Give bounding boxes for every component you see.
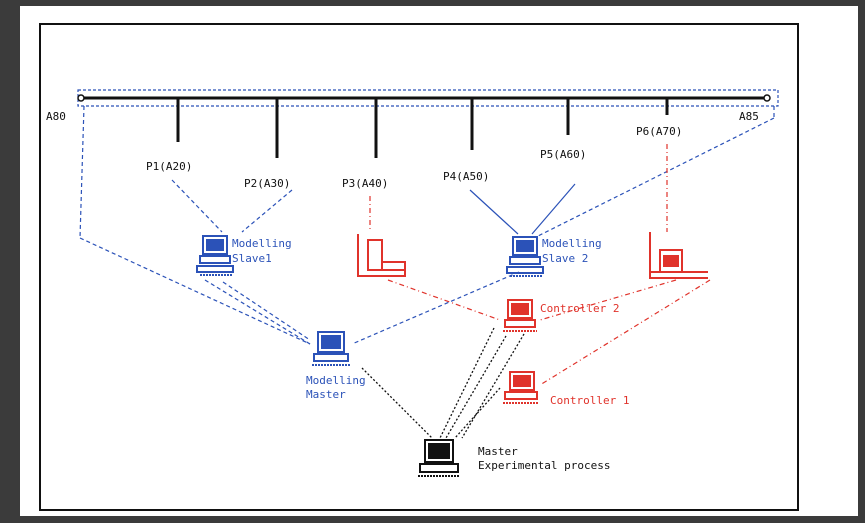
plc-p3 [357, 234, 406, 277]
bus-end-left [77, 94, 85, 102]
modelling-master-label-1: Modelling [306, 374, 366, 387]
plc-device-icon [649, 232, 708, 279]
controller-1-label: Controller 1 [550, 394, 629, 407]
master-label-2: Experimental process [478, 459, 610, 472]
bus-node-label-p6: P6(A70) [636, 125, 682, 138]
desktop-computer-icon [503, 371, 539, 404]
desktop-computer-icon [312, 331, 350, 366]
bus-node-label-p2: P2(A30) [244, 177, 290, 190]
modelling-links [79, 105, 775, 345]
modelling-slave-2-label-2: Slave 2 [542, 252, 588, 265]
modelling-slave-2-label-1: Modelling [542, 237, 602, 250]
modelling-solid-links [469, 183, 576, 235]
bus-right-label: A85 [739, 110, 759, 123]
plc-device-icon [357, 234, 406, 277]
modelling-slave-1-computer: Modelling Slave1 [196, 235, 292, 276]
master-computer: Master Experimental process [418, 439, 610, 477]
controller-2-label: Controller 2 [540, 302, 619, 315]
desktop-computer-icon [503, 299, 537, 332]
modelling-slave-1-label-2: Slave1 [232, 252, 272, 265]
desktop-computer-icon [418, 439, 460, 477]
desktop-computer-icon [506, 236, 544, 277]
master-links [361, 327, 525, 439]
master-label-1: Master [478, 445, 518, 458]
controller-1-computer: Controller 1 [503, 371, 629, 407]
bus-node-label-p5: P5(A60) [540, 148, 586, 161]
bus-node-label-p1: P1(A20) [146, 160, 192, 173]
bus-left-label: A80 [46, 110, 66, 123]
modelling-master-label-2: Master [306, 388, 346, 401]
plc-p6 [649, 232, 708, 279]
diagram-panel [20, 6, 858, 516]
bus-node-label-p3: P3(A40) [342, 177, 388, 190]
bus-enclosure [77, 89, 779, 107]
controller-2-computer: Controller 2 [503, 299, 619, 332]
diagram-frame [39, 23, 799, 511]
modelling-master-computer: Modelling Master [306, 331, 366, 401]
desktop-computer-icon [196, 235, 234, 276]
bus-node-label-p4: P4(A50) [443, 170, 489, 183]
modelling-slave-2-computer: Modelling Slave 2 [506, 236, 602, 277]
modelling-slave-1-label-1: Modelling [232, 237, 292, 250]
bus-end-right [763, 94, 771, 102]
controller-links [369, 144, 711, 386]
